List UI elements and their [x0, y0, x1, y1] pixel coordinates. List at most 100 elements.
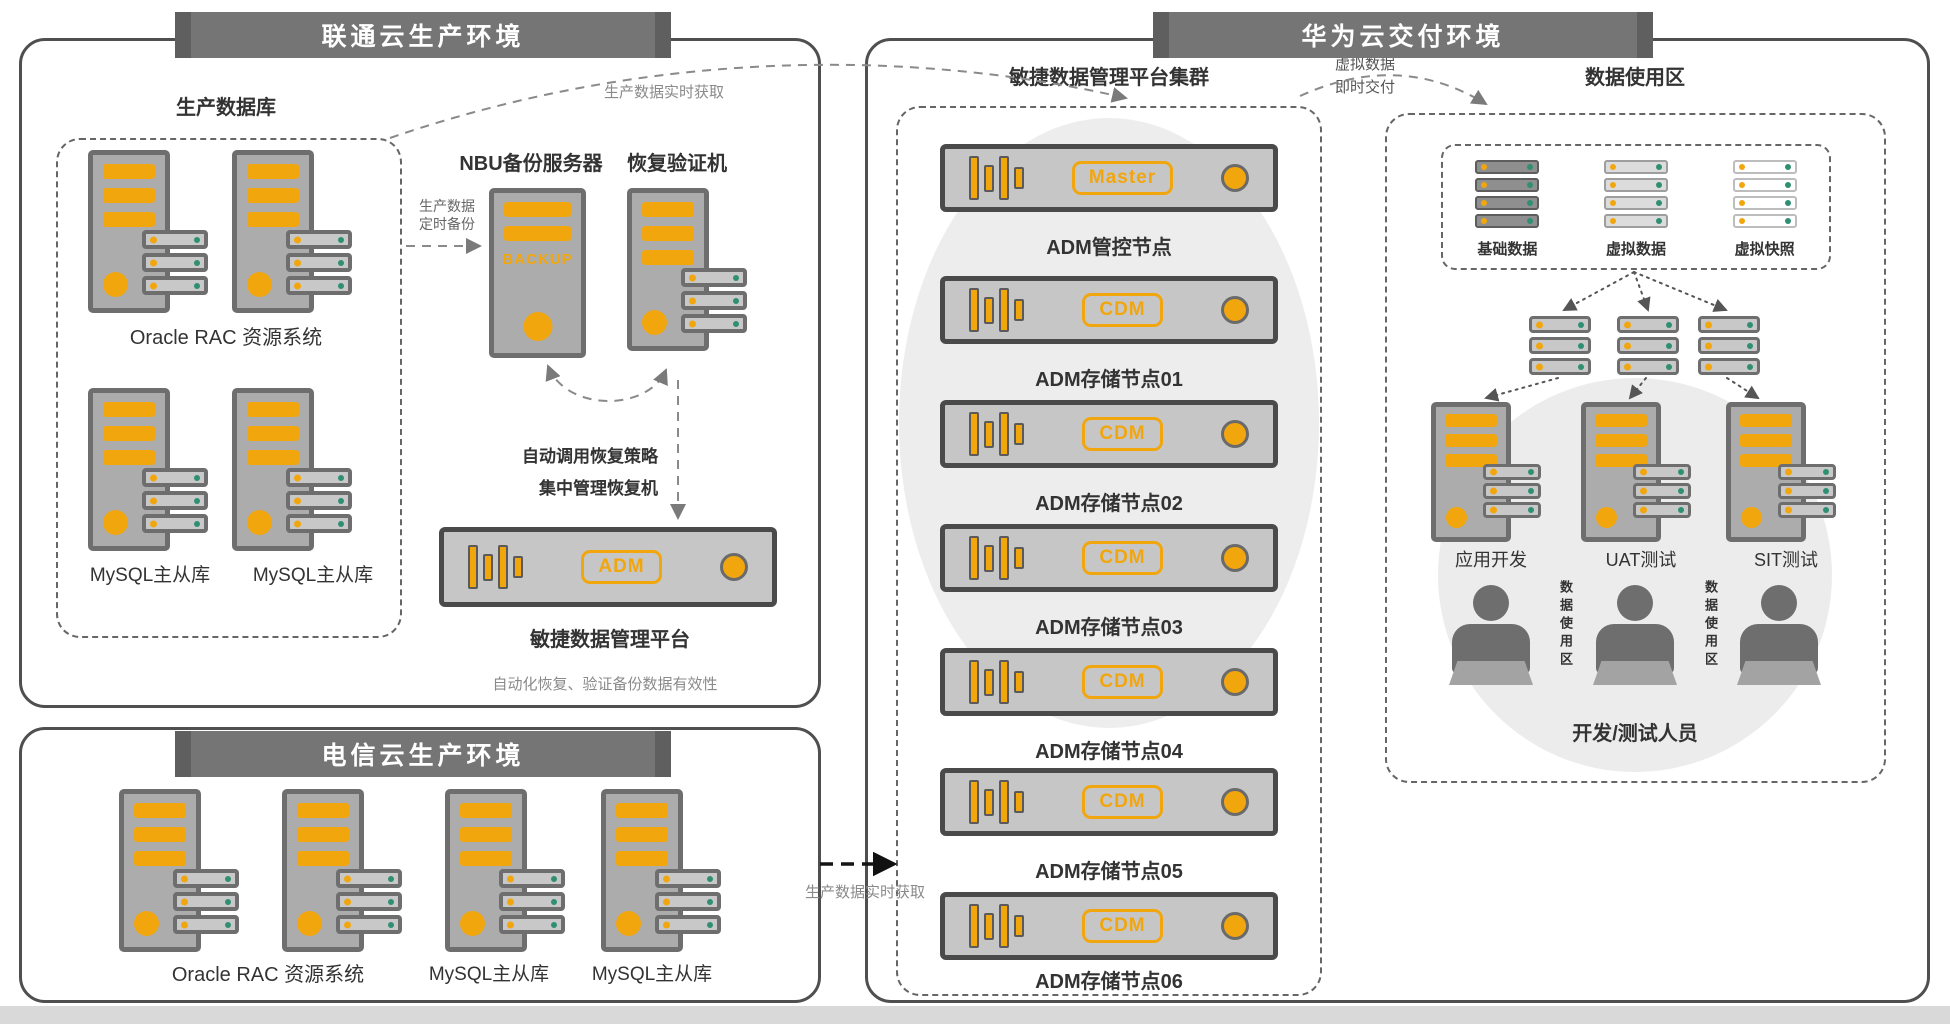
delivery-line2: 即时交付 [1334, 78, 1395, 96]
status-circle-icon [1221, 164, 1249, 192]
person-icon [1590, 585, 1680, 685]
node-label: ADM存储节点02 [1035, 493, 1183, 515]
auto-recovery-policy-label: 自动调用恢复策略 [522, 447, 658, 466]
scheduled-backup-label: 生产数据 定时备份 [404, 198, 490, 233]
mysql-server-icon [601, 789, 751, 957]
recovery-machine-label: 恢复验证机 [627, 153, 727, 175]
person-icon [1446, 585, 1536, 685]
data-types-box: 基础数据 虚拟数据 虚拟快照 [1441, 144, 1831, 270]
node-label: ADM存储节点06 [1035, 971, 1183, 993]
huawei-realtime-fetch-label: 生产数据实时获取 [804, 884, 925, 901]
usage-vertical-label: 数据使用区 [1558, 580, 1573, 670]
app-dev-server-icon [1431, 402, 1571, 547]
data-type-label: 虚拟快照 [1734, 241, 1795, 258]
server-tower-icon [88, 388, 170, 551]
cluster-label: 敏捷数据管理平台集群 [1009, 67, 1209, 89]
node-label: ADM存储节点05 [1035, 861, 1183, 883]
status-circle-icon [1221, 420, 1249, 448]
data-type-label: 虚拟数据 [1605, 241, 1666, 258]
rack-stack-icon [681, 268, 747, 333]
oracle-server-icon [282, 789, 432, 957]
mysql-label: MySQL主从库 [89, 565, 211, 586]
uat-server-icon [1581, 402, 1721, 547]
rack-stack-icon [1778, 464, 1836, 518]
production-db-box [56, 138, 402, 638]
oracle-server-icon [119, 789, 269, 957]
cdm-badge: CDM [1082, 909, 1163, 943]
adm-platform-node: ADM [439, 527, 777, 607]
rack-stack-icon [142, 230, 208, 295]
mysql-server-icon [232, 388, 382, 556]
adm-master-node: Master [940, 144, 1278, 212]
rack-stack-icon [499, 869, 565, 934]
production-db-label: 生产数据库 [176, 97, 276, 119]
rack-stack-icon [655, 869, 721, 934]
adm-storage-node-03: CDM [940, 524, 1278, 592]
rack-stack-icon [1633, 464, 1691, 518]
mysql-label: MySQL主从库 [252, 565, 374, 586]
data-usage-box [1385, 113, 1886, 783]
backup-server-icon: BACKUP [489, 188, 586, 358]
unicom-title: 联通云生产环境 [175, 12, 671, 58]
adm-storage-node-02: CDM [940, 400, 1278, 468]
virtual-snapshot-column: 虚拟快照 [1732, 160, 1797, 259]
cdm-badge: CDM [1082, 541, 1163, 575]
status-circle-icon [1221, 668, 1249, 696]
usage-vertical-label: 数据使用区 [1703, 580, 1718, 670]
scheduled-backup-line2: 定时备份 [419, 215, 475, 232]
node-label: ADM存储节点01 [1035, 369, 1183, 391]
bottom-strip [0, 1006, 1950, 1024]
personnel-label: 开发/测试人员 [1572, 723, 1698, 745]
scheduled-backup-line1: 生产数据 [419, 198, 475, 214]
telecom-environment-box [19, 727, 821, 1003]
usage-area-title: 数据使用区 [1585, 67, 1685, 89]
server-tower-icon [1581, 402, 1661, 542]
rack-stack-icon [336, 869, 402, 934]
oracle-rac-label: Oracle RAC 资源系统 [171, 964, 365, 986]
env-label: UAT测试 [1605, 550, 1677, 570]
virtual-data-column: 虚拟数据 [1603, 160, 1668, 259]
virtual-copy-stack-icon [1698, 316, 1760, 375]
env-label: 应用开发 [1455, 550, 1527, 570]
status-circle-icon [1221, 912, 1249, 940]
env-label: SIT测试 [1753, 550, 1818, 570]
oracle-server-icon [232, 150, 382, 318]
node-label: ADM存储节点04 [1035, 741, 1183, 763]
huawei-title: 华为云交付环境 [1153, 12, 1653, 58]
rack-stack-icon [142, 468, 208, 533]
cdm-badge: CDM [1082, 665, 1163, 699]
status-circle-icon [1221, 544, 1249, 572]
central-recovery-label: 集中管理恢复机 [539, 479, 658, 498]
equalizer-icon [969, 658, 1024, 706]
backup-text: BACKUP [502, 251, 573, 268]
recovery-server-icon [627, 188, 777, 356]
delivery-label: 虚拟数据 即时交付 [1328, 56, 1402, 98]
status-circle-icon [1221, 788, 1249, 816]
equalizer-icon [969, 154, 1024, 202]
mysql-label: MySQL主从库 [591, 964, 713, 985]
equalizer-icon [969, 410, 1024, 458]
mysql-server-icon [445, 789, 595, 957]
equalizer-icon [969, 902, 1024, 950]
status-circle-icon [720, 553, 748, 581]
adm-badge: ADM [581, 550, 662, 584]
adm-storage-node-05: CDM [940, 768, 1278, 836]
mysql-server-icon [88, 388, 238, 556]
adm-platform-label: 敏捷数据管理平台 [530, 629, 690, 651]
rack-stack-icon [1483, 464, 1541, 518]
telecom-title: 电信云生产环境 [175, 731, 671, 777]
cdm-badge: CDM [1082, 785, 1163, 819]
adm-storage-node-06: CDM [940, 892, 1278, 960]
rack-stack-icon [286, 468, 352, 533]
equalizer-icon [468, 543, 523, 591]
rack-stack-icon [286, 230, 352, 295]
cdm-badge: CDM [1082, 293, 1163, 327]
unicom-bottom-note: 自动化恢复、验证备份数据有效性 [492, 676, 718, 693]
adm-storage-node-01: CDM [940, 276, 1278, 344]
rack-stack-icon [173, 869, 239, 934]
cdm-badge: CDM [1082, 417, 1163, 451]
oracle-server-icon [88, 150, 238, 318]
equalizer-icon [969, 534, 1024, 582]
master-badge: Master [1071, 161, 1174, 195]
basic-data-column: 基础数据 [1475, 160, 1540, 259]
